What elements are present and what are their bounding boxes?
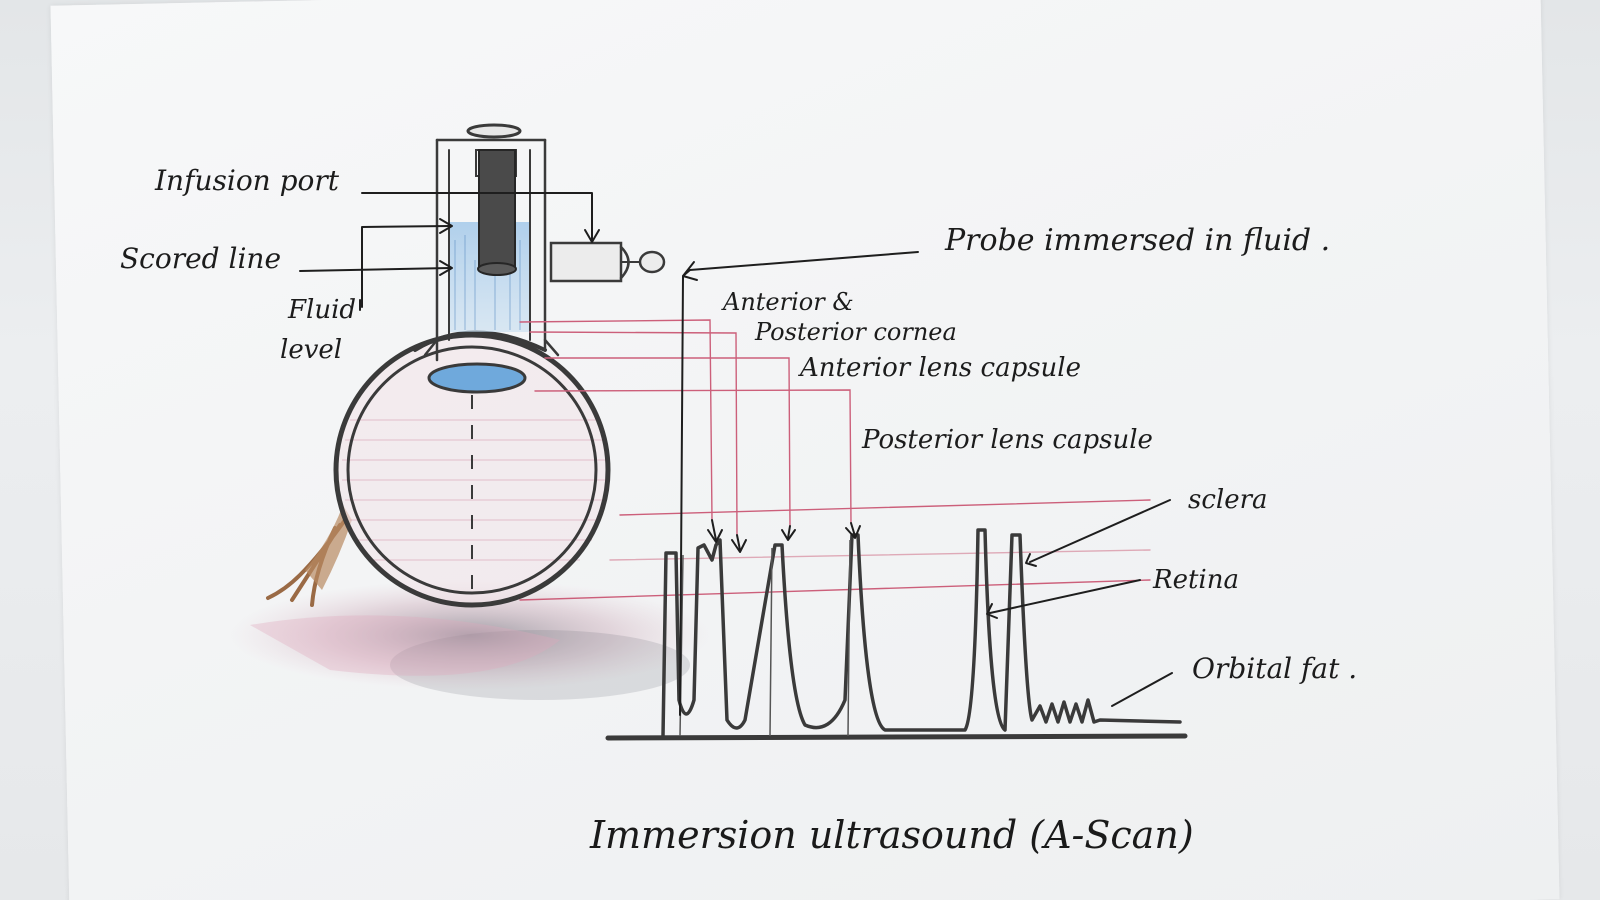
eye-shadow-shading: [230, 580, 710, 700]
label-retina: Retina: [1152, 565, 1239, 595]
labels: Infusion port Scored line Fluid level Pr…: [120, 164, 1357, 857]
label-orbital-fat: Orbital fat .: [1192, 652, 1357, 685]
diagram-title: Immersion ultrasound (A-Scan): [589, 813, 1194, 857]
label-probe-immersed: Probe immersed in fluid .: [944, 223, 1330, 258]
label-infusion-port: Infusion port: [154, 164, 340, 197]
immersion-shell: [423, 123, 666, 362]
red-leader-lines: [519, 319, 1151, 601]
label-anterior-lens-capsule: Anterior lens capsule: [798, 353, 1081, 383]
label-anterior-cornea: Anterior &: [721, 288, 854, 316]
label-posterior-cornea: Posterior cornea: [754, 318, 957, 346]
label-scored-line: Scored line: [120, 242, 281, 275]
label-fluid-level-1: Fluid: [287, 295, 356, 325]
optic-nerve: [266, 505, 352, 607]
label-fluid-level-2: level: [280, 335, 342, 365]
eye-globe: [333, 330, 611, 608]
label-sclera: sclera: [1188, 485, 1268, 515]
annotation-lines: [299, 192, 1173, 716]
a-scan-trace: [605, 528, 1188, 741]
label-posterior-lens-capsule: Posterior lens capsule: [861, 425, 1153, 455]
